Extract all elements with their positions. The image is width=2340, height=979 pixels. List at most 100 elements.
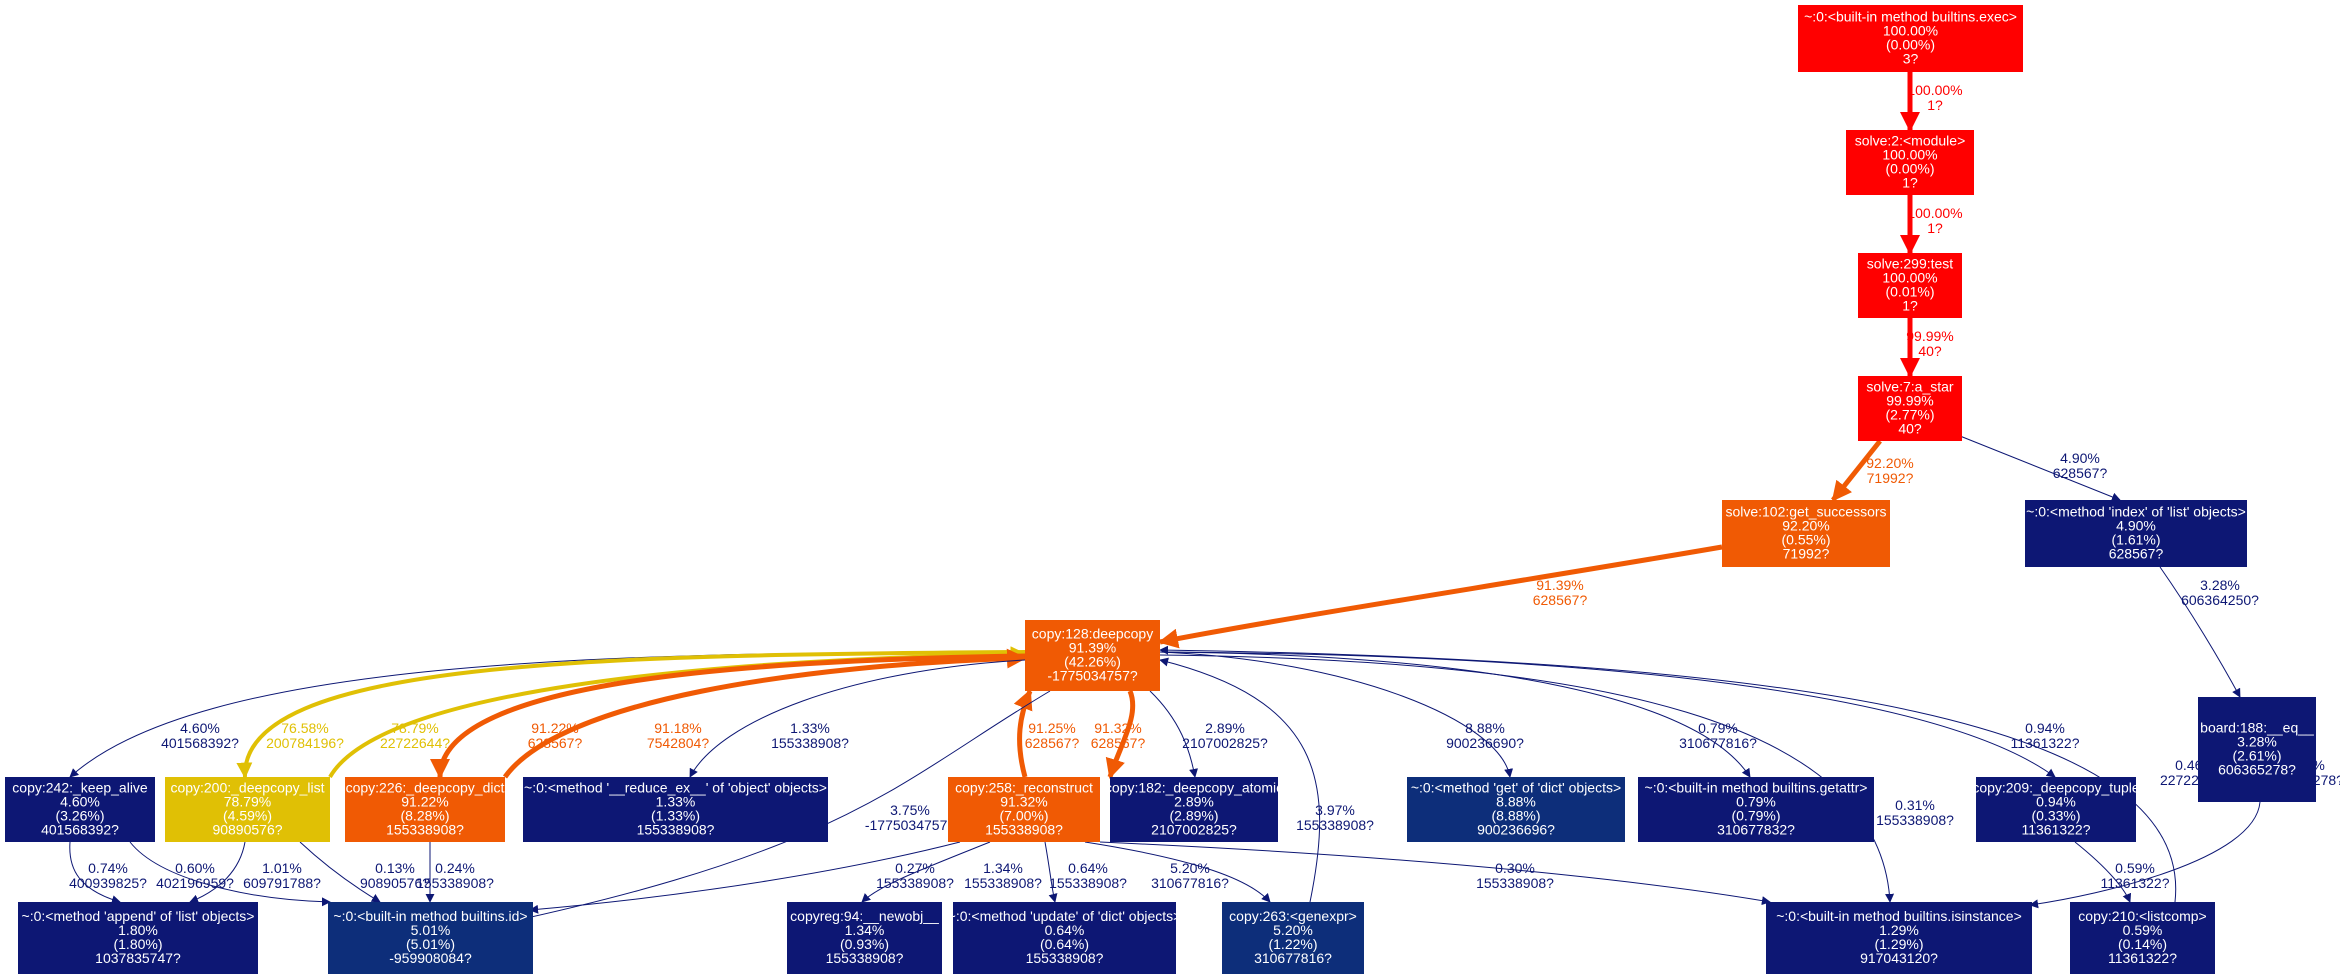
edge-label-e16: 2.89% <box>1205 720 1245 736</box>
edge-label-e4: 92.20% <box>1866 455 1913 471</box>
edge-deepcopy-to-deepcopylist <box>236 650 1026 779</box>
node-box <box>523 777 828 842</box>
node-label-line: 2107002825? <box>1151 822 1237 838</box>
node-label-line: 0.59% <box>2123 922 2163 938</box>
edge-label-e34: 155338908? <box>1476 875 1554 891</box>
edge-label-e2: 1? <box>1927 220 1943 236</box>
edge-label-e7: 606364250? <box>2181 592 2259 608</box>
node-label-line: (1.80%) <box>113 936 162 952</box>
edge-label-e25: 0.74% <box>88 860 128 876</box>
node-label-line: 5.20% <box>1273 922 1313 938</box>
node-label-line: (2.77%) <box>1885 407 1934 423</box>
node-label-line: 310677832? <box>1717 822 1795 838</box>
node-box <box>1222 902 1364 974</box>
edge-listcomp-to-deepcopy <box>1159 645 2177 903</box>
node-label-line: ~:0:<method 'append' of 'list' objects> <box>22 908 255 924</box>
node-label-line: (1.33%) <box>651 808 700 824</box>
edge-label-e29: 0.24% <box>435 860 475 876</box>
edge-deepcopylist-to-builtinid <box>299 841 381 903</box>
node-box <box>1798 5 2023 72</box>
edge-label-e9: 200784196? <box>266 735 344 751</box>
node-label-line: 900236696? <box>1477 822 1555 838</box>
node-label-line: (4.59%) <box>223 808 272 824</box>
edge-reconstruct-to-builtinid <box>529 841 961 914</box>
node-label-line: 4.90% <box>2116 518 2156 534</box>
edge-builtinid-from-deepcopy <box>489 690 1051 929</box>
edge-label-e33: 5.20% <box>1170 860 1210 876</box>
node-label-line: copy:210:<listcomp> <box>2078 908 2206 924</box>
node-label-line: solve:7:a_star <box>1866 379 1953 395</box>
node-label-line: copy:200:_deepcopy_list <box>170 780 324 796</box>
edge-label-e8: 401568392? <box>161 735 239 751</box>
node-label-line: (0.00%) <box>1886 37 1935 53</box>
node-box <box>18 902 258 974</box>
node-label-line: (8.28%) <box>400 808 449 824</box>
node-deepcopy: copy:128:deepcopy91.39%(42.26%)-17750347… <box>1025 620 1160 691</box>
node-label-line: 1? <box>1902 298 1918 314</box>
node-label-line: 155338908? <box>1026 950 1104 966</box>
node-box <box>1722 500 1890 567</box>
node-label-line: 917043120? <box>1860 950 1938 966</box>
node-label-line: 0.64% <box>1045 922 1085 938</box>
edge-deepcopy-to-dictget <box>1159 651 1514 778</box>
node-label-line: 0.79% <box>1736 794 1776 810</box>
node-label-line: (0.14%) <box>2118 936 2167 952</box>
node-label-line: 155338908? <box>826 950 904 966</box>
node-label-line: (1.61%) <box>2111 532 2160 548</box>
node-label-line: 99.99% <box>1886 393 1933 409</box>
edge-keepalive-to-listappend <box>69 841 121 904</box>
node-box <box>2198 697 2316 802</box>
node-label-line: copyreg:94:__newobj__ <box>790 908 939 924</box>
edge-reconstruct-to-newobj <box>861 841 991 903</box>
edge-label-e5: 628567? <box>2053 465 2108 481</box>
node-label-line: 628567? <box>2109 546 2164 562</box>
edge-label-e10: 78.79% <box>391 720 438 736</box>
edge-reconstruct-to-deepcopy <box>1013 689 1033 778</box>
edge-getsuccessors-to-deepcopy <box>1158 544 1723 649</box>
node-label-line: 91.39% <box>1069 640 1116 656</box>
edge-label-e34: 0.30% <box>1495 860 1535 876</box>
node-label-line: 92.20% <box>1782 518 1829 534</box>
node-label-line: copy:128:deepcopy <box>1032 626 1153 642</box>
edge-eq-to-isinstance <box>2029 801 2261 909</box>
node-deepcopy-list: copy:200:_deepcopy_list78.79%(4.59%)9089… <box>165 777 330 842</box>
edge-label-e14: 628567? <box>1025 735 1080 751</box>
node-label-line: (1.22%) <box>1268 936 1317 952</box>
node-label-line: (2.61%) <box>2232 748 2281 764</box>
node-label-line: 11361322? <box>2021 822 2090 838</box>
edge-label-e29: 155338908? <box>416 875 494 891</box>
node-label-line: 71992? <box>1783 546 1830 562</box>
node-label-line: 1.29% <box>1879 922 1919 938</box>
node-label-line: ~:0:<built-in method builtins.getattr> <box>1645 780 1868 796</box>
node-label-line: 2.89% <box>1174 794 1214 810</box>
edge-deepcopy-to-reduceex <box>689 659 1026 778</box>
node-label-line: 1037835747? <box>95 950 181 966</box>
edge-label-e6: 628567? <box>1533 592 1588 608</box>
edge-label-e15: 628567? <box>1091 735 1146 751</box>
node-label-line: 401568392? <box>41 822 119 838</box>
node-label-line: (7.00%) <box>999 808 1048 824</box>
node-box <box>1846 130 1974 195</box>
node-label-line: (0.00%) <box>1885 161 1934 177</box>
node-label-line: solve:299:test <box>1867 256 1953 272</box>
edge-label-e31: 155338908? <box>964 875 1042 891</box>
edge-label-e12: 7542804? <box>647 735 710 751</box>
node-label-line: solve:102:get_successors <box>1725 504 1886 520</box>
node-label-line: 8.88% <box>1496 794 1536 810</box>
node-label-line: (1.29%) <box>1874 936 1923 952</box>
node-label-line: ~:0:<method 'update' of 'dict' objects> <box>948 908 1182 924</box>
node-label-line: -959908084? <box>389 950 472 966</box>
node-label-line: 310677816? <box>1254 950 1332 966</box>
node-label-line: copy:182:_deepcopy_atomic <box>1105 780 1283 796</box>
node-label-line: -1775034757? <box>1047 668 1138 684</box>
node-label-line: 78.79% <box>224 794 271 810</box>
node-box <box>328 902 533 974</box>
node-label-line: ~:0:<method '__reduce_ex__' of 'object' … <box>524 780 827 796</box>
edge-label-e27: 1.01% <box>262 860 302 876</box>
edge-label-e9: 76.58% <box>281 720 328 736</box>
edge-deepcopy-to-deepcopyatomic <box>1149 690 1198 778</box>
node-box <box>953 902 1176 974</box>
edge-label-e19: 0.94% <box>2025 720 2065 736</box>
node-label-line: ~:0:<built-in method builtins.isinstance… <box>1776 908 2022 924</box>
node-isinstance: ~:0:<built-in method builtins.isinstance… <box>1766 902 2032 974</box>
